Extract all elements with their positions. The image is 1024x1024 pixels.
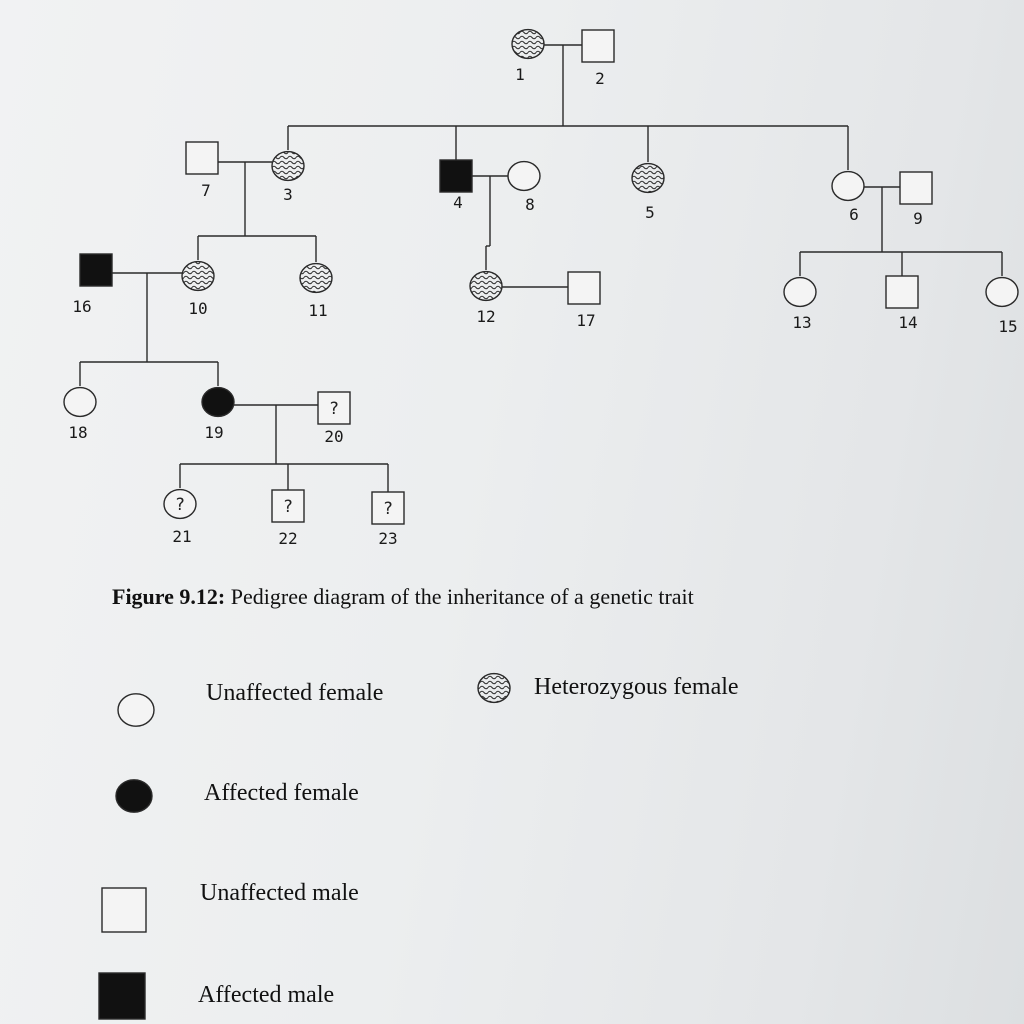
individual-label-4: 4 [453,193,463,212]
individual-label-3: 3 [283,185,293,204]
individual-4 [439,159,473,193]
individual-label-23: 23 [378,529,397,548]
individual-17 [567,271,601,305]
individual-15 [985,276,1019,308]
individual-label-6: 6 [849,205,859,224]
individual-18 [63,386,97,418]
individual-22-unknown-mark: ? [283,497,293,517]
legend-label-unaffected-male: Unaffected male [200,880,359,906]
legend-symbol-2-circle [115,779,153,813]
individual-20: ? [317,391,351,425]
pedigree-symbols: ???? [63,28,1019,525]
individual-20-square [317,391,351,425]
caption-label: Figure 9.12: [112,584,226,609]
pedigree-lines [79,44,1003,492]
individual-22-square [271,489,305,523]
individual-label-19: 19 [204,423,223,442]
individual-1-circle [511,28,545,60]
individual-11 [299,262,333,294]
individual-9-square [899,171,933,205]
legend-symbol-3 [101,887,147,933]
individual-23-square [371,491,405,525]
individual-5-circle [631,162,665,194]
individual-7-square [185,141,219,175]
individual-3-circle [271,150,305,182]
individual-7 [185,141,219,175]
legend-symbol-0 [117,693,155,727]
legend-symbol-4 [98,972,146,1020]
individual-3 [271,150,305,182]
individual-8 [507,160,541,192]
individual-label-17: 17 [576,311,595,330]
individual-9 [899,171,933,205]
individual-label-22: 22 [278,529,297,548]
individual-label-5: 5 [645,203,655,222]
legend-symbol-1 [477,672,511,704]
individual-5 [631,162,665,194]
individual-label-9: 9 [913,209,923,228]
individual-15-circle [985,276,1019,308]
individual-23-unknown-mark: ? [383,499,393,519]
individual-23: ? [371,491,405,525]
individual-12 [469,270,503,302]
individual-16-square [79,253,113,287]
individual-18-circle [63,386,97,418]
individual-label-21: 21 [172,527,191,546]
individual-label-10: 10 [188,299,207,318]
individual-13-circle [783,276,817,308]
legend-symbol-2 [115,779,153,813]
caption-text: Pedigree diagram of the inheritance of a… [230,584,694,609]
individual-14-square [885,275,919,309]
individual-1 [511,28,545,60]
legend-symbols [98,672,511,1020]
individual-6 [831,170,865,202]
individual-label-15: 15 [998,317,1017,336]
individual-label-8: 8 [525,195,535,214]
individual-label-14: 14 [898,313,917,332]
individual-19 [201,386,235,418]
legend-label-unaffected-female: Unaffected female [206,680,384,706]
legend-symbol-0-circle [117,693,155,727]
individual-2-square [581,29,615,63]
individual-16 [79,253,113,287]
individual-10-circle [181,260,215,292]
individual-17-square [567,271,601,305]
figure-caption: Figure 9.12: Pedigree diagram of the inh… [112,584,812,610]
individual-6-circle [831,170,865,202]
legend-label-heterozygous-female: Heterozygous female [534,674,739,700]
individual-22: ? [271,489,305,523]
individual-2 [581,29,615,63]
individual-21: ? [163,488,197,520]
legend-label-affected-female: Affected female [204,780,359,806]
individual-21-circle [163,488,197,520]
legend-label-affected-male: Affected male [198,982,335,1008]
individual-12-circle [469,270,503,302]
individual-label-13: 13 [792,313,811,332]
individual-label-12: 12 [476,307,495,326]
individual-19-circle [201,386,235,418]
individual-13 [783,276,817,308]
individual-8-circle [507,160,541,192]
individual-label-11: 11 [308,301,327,320]
legend-symbol-3-square [101,887,147,933]
individual-10 [181,260,215,292]
individual-label-1: 1 [515,65,525,84]
individual-11-circle [299,262,333,294]
individual-20-unknown-mark: ? [329,399,339,419]
individual-14 [885,275,919,309]
legend-symbol-1-circle [477,672,511,704]
individual-label-18: 18 [68,423,87,442]
individual-21-unknown-mark: ? [175,495,185,515]
individual-label-7: 7 [201,181,211,200]
individual-label-20: 20 [324,427,343,446]
individual-label-16: 16 [72,297,91,316]
legend-symbol-4-square [98,972,146,1020]
individual-4-square [439,159,473,193]
individual-label-2: 2 [595,69,605,88]
